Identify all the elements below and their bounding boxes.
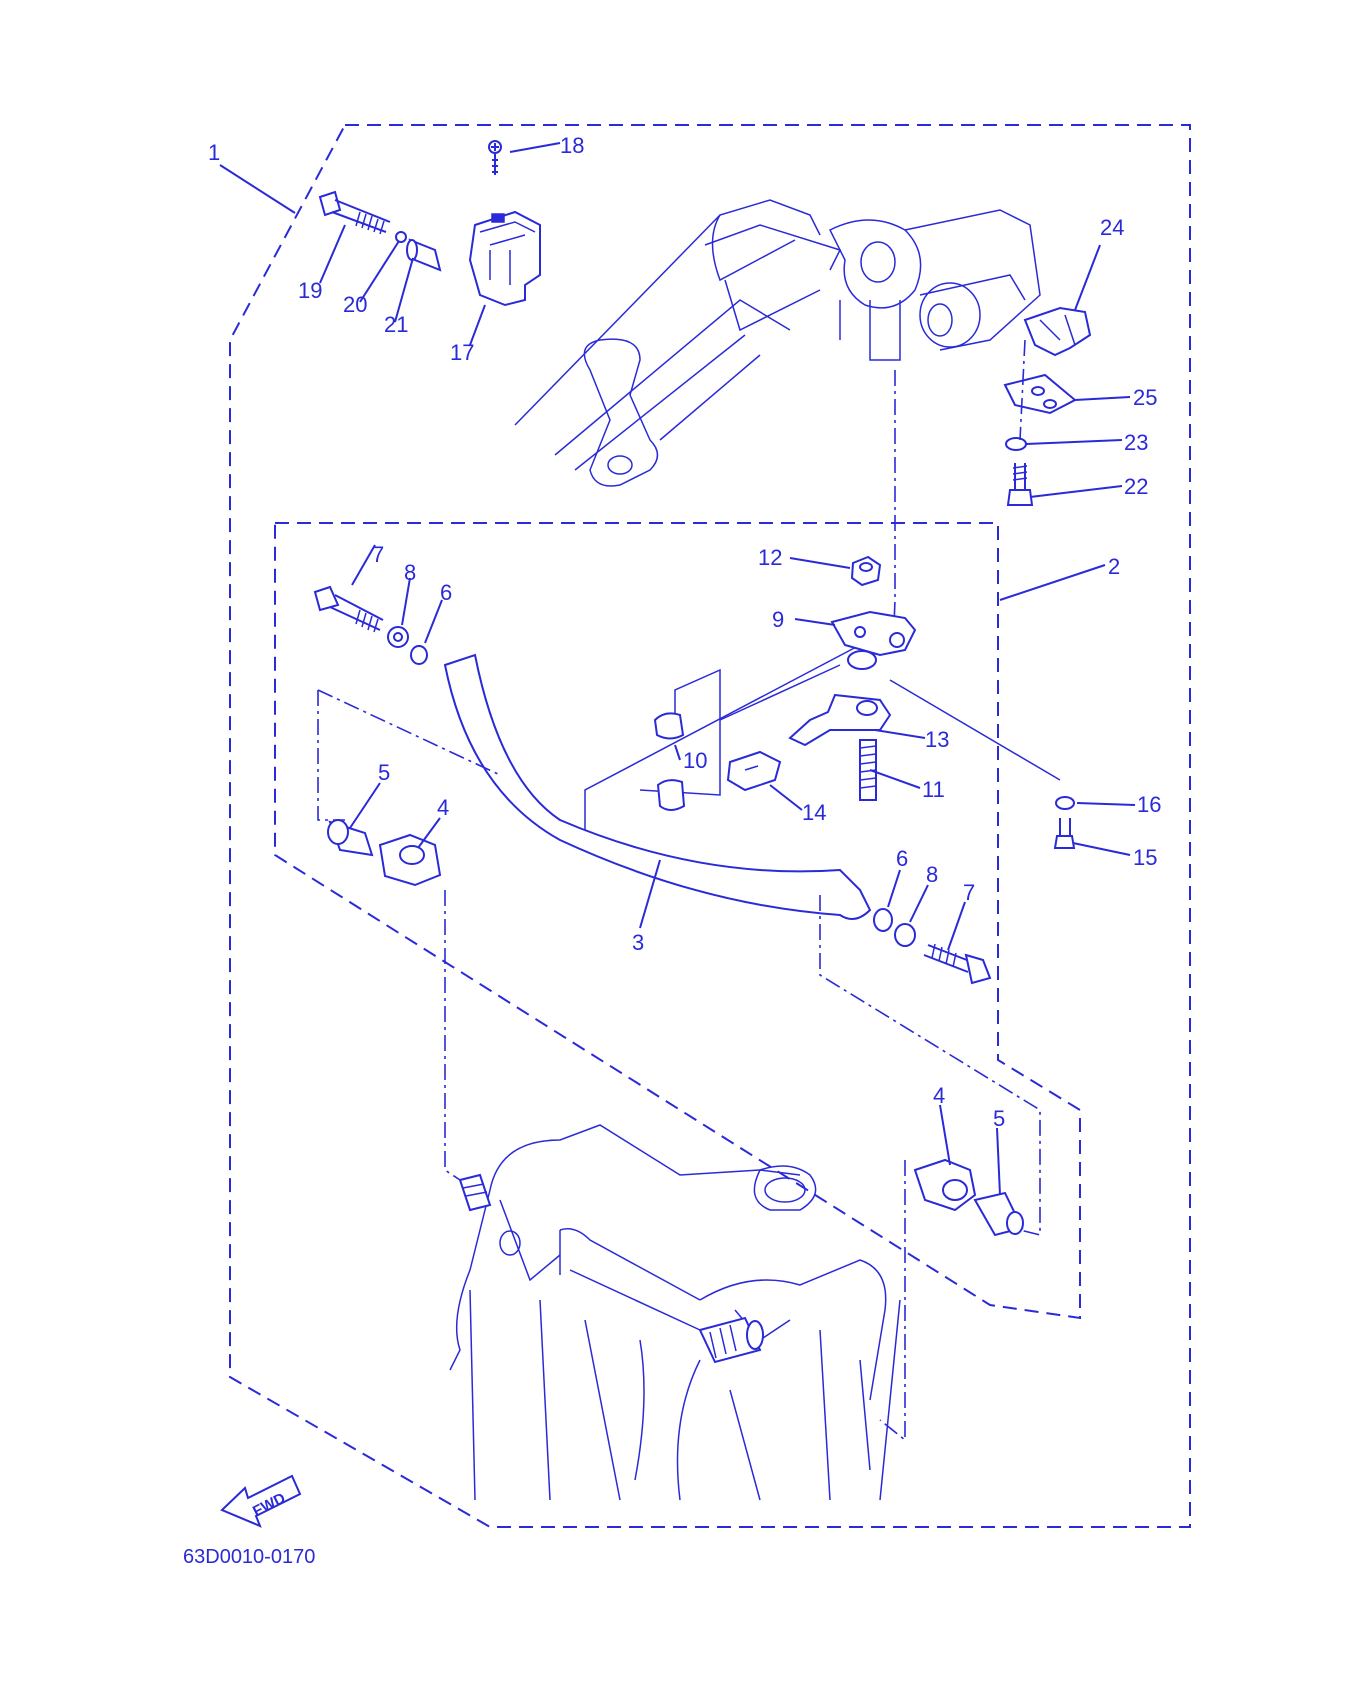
leader-lines xyxy=(219,142,1136,1196)
callout-25: 25 xyxy=(1133,385,1157,410)
assembly-2-boundary xyxy=(274,522,1081,1320)
callout-5-left: 5 xyxy=(378,760,390,785)
callout-22: 22 xyxy=(1124,474,1148,499)
nut-4-left xyxy=(378,833,442,887)
callout-11: 11 xyxy=(922,777,945,802)
nut-4-right xyxy=(913,1158,977,1212)
callout-14: 14 xyxy=(802,800,826,825)
assembly-1-boundary xyxy=(229,124,1191,1528)
callout-9: 9 xyxy=(772,607,784,632)
lower-bracket-outline xyxy=(449,1124,901,1501)
bolt-15 xyxy=(1053,818,1076,849)
callout-10: 10 xyxy=(683,748,707,773)
plate-25 xyxy=(1003,373,1077,415)
drawing-code: 63D0010-0170 xyxy=(183,1546,315,1568)
nut-12 xyxy=(850,555,882,587)
callout-3: 3 xyxy=(632,930,644,955)
callout-20: 20 xyxy=(343,292,367,317)
callout-18: 18 xyxy=(560,133,584,158)
callout-24: 24 xyxy=(1100,215,1124,240)
washer-8-right xyxy=(894,923,916,947)
washer-8-left-hole xyxy=(393,632,403,642)
callout-6-right: 6 xyxy=(896,846,908,871)
washer-16 xyxy=(1055,796,1075,810)
damper-14 xyxy=(726,750,782,792)
collar-5-right xyxy=(973,1191,1024,1237)
washer-8-left xyxy=(387,626,409,648)
bolt-19 xyxy=(318,190,391,235)
callout-17: 17 xyxy=(450,340,474,365)
callout-4-left: 4 xyxy=(437,795,449,820)
washer-23 xyxy=(1005,437,1027,451)
washer-6-right xyxy=(873,908,893,932)
guide-lines xyxy=(317,339,1061,1442)
bolt-22 xyxy=(1006,463,1034,506)
callout-19: 19 xyxy=(298,278,322,303)
callout-8-left: 8 xyxy=(404,560,416,585)
collar-5-left xyxy=(327,819,374,857)
collar-21 xyxy=(406,238,442,272)
callout-2: 2 xyxy=(1108,554,1120,579)
callout-7-right: 7 xyxy=(963,880,975,905)
washer-6-left xyxy=(410,645,428,665)
washer-20 xyxy=(395,231,407,243)
lower-tube-left-end xyxy=(458,1173,492,1212)
lower-tube-right-end xyxy=(698,1316,764,1364)
callout-21: 21 xyxy=(384,312,408,337)
callout-15: 15 xyxy=(1133,845,1157,870)
screw-18 xyxy=(488,140,502,175)
fwd-arrow-icon: FWD xyxy=(220,1474,302,1528)
lever-13 xyxy=(788,693,892,747)
callout-16: 16 xyxy=(1137,792,1161,817)
callout-5-right: 5 xyxy=(993,1106,1005,1131)
plate-9 xyxy=(830,610,917,657)
upper-bracket-outline xyxy=(514,199,1041,487)
bolt-7-right xyxy=(923,943,992,985)
callout-6-left: 6 xyxy=(440,580,452,605)
callout-23: 23 xyxy=(1124,430,1148,455)
callout-4-right: 4 xyxy=(933,1083,945,1108)
holder-17 xyxy=(468,210,541,307)
stud-11 xyxy=(859,739,877,801)
bolt-7-left xyxy=(313,585,384,633)
callout-12: 12 xyxy=(758,545,782,570)
callout-8-right: 8 xyxy=(926,862,938,887)
spacer-under-9 xyxy=(847,650,877,670)
callout-7-left: 7 xyxy=(372,542,384,567)
grommet-10 xyxy=(653,712,686,811)
callout-1: 1 xyxy=(208,140,220,165)
cover-24 xyxy=(1023,306,1092,357)
callout-labels: 1 18 19 20 21 17 24 25 23 22 2 7 8 6 12 … xyxy=(208,133,1161,1131)
callout-13: 13 xyxy=(925,727,949,752)
